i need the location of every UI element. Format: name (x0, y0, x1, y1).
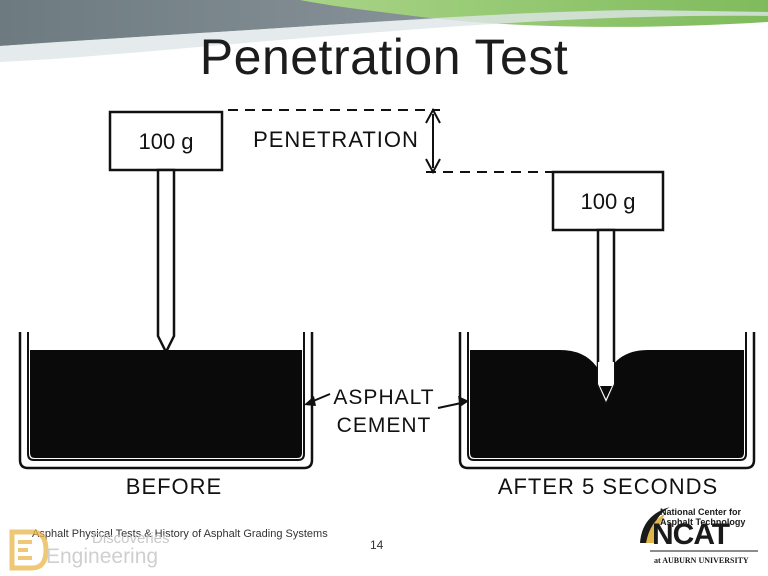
container-after (458, 332, 756, 470)
weight-label-before: 100 g (138, 129, 193, 154)
container-before (18, 332, 314, 470)
asphalt-arrow-left-icon (304, 396, 316, 406)
penetration-arrow-down-icon (425, 158, 441, 175)
container-after-inner (467, 332, 747, 461)
watermark-text-line1: Discoveries (92, 530, 170, 547)
asphalt-label-background (322, 382, 448, 438)
weight-box-before (108, 110, 224, 172)
ncat-logo-subtitle: at AUBURN UNIVERSITY (654, 556, 749, 565)
penetration-label: PENETRATION (253, 127, 419, 152)
asphalt-arrow-right-icon (458, 396, 469, 407)
asphalt-after (470, 350, 744, 458)
asphalt-label-line1: ASPHALT (333, 386, 434, 409)
ncat-logo-text: National Center for Asphalt Technology (660, 507, 764, 527)
ncat-swoosh-icon (640, 507, 758, 552)
header-band-light (0, 10, 768, 62)
after-label: AFTER 5 SECONDS (498, 474, 718, 499)
container-before-inner (27, 332, 305, 461)
needle-after-tip-shadow (600, 386, 612, 399)
ncat-logo-name: NCAT (652, 518, 730, 551)
before-label: BEFORE (126, 474, 222, 499)
slide-title: Penetration Test (199, 29, 569, 85)
footer-text: Asphalt Physical Tests & History of Asph… (32, 528, 328, 540)
watermark-logo-icon (9, 529, 49, 571)
weight-label-after: 100 g (580, 189, 635, 214)
ncat-logo-line1: National Center for (660, 507, 742, 517)
needle-after-tip (598, 362, 614, 402)
slide-number: 14 (370, 538, 384, 552)
needle-before (156, 168, 176, 355)
weight-box-after (551, 170, 665, 232)
asphalt-label-line2: CEMENT (337, 414, 432, 437)
watermark-text-line2: Engineering (46, 545, 159, 568)
ncat-logo-line2: Asphalt Technology (660, 517, 746, 527)
header-decoration (0, 0, 768, 62)
penetration-arrow-up-icon (425, 107, 441, 124)
asphalt-before (30, 350, 302, 458)
penetration-test-diagram: PENETRATION 100 g BEFORE 100 g AFTER 5 S… (18, 107, 756, 499)
